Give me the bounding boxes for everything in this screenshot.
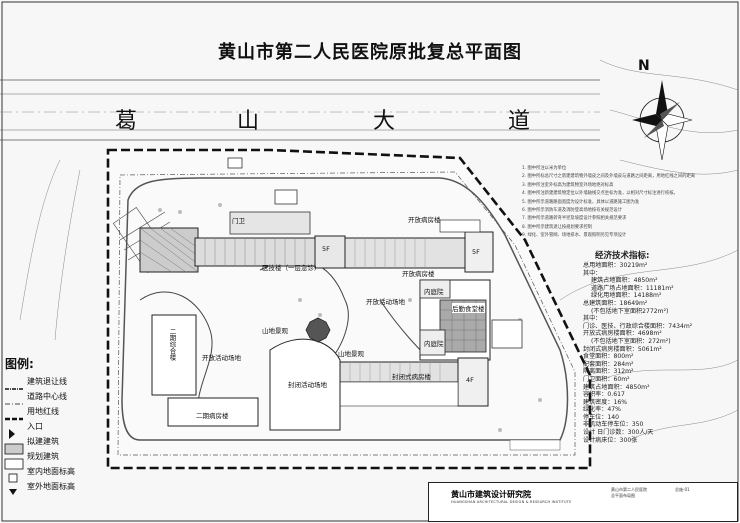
legend-label: 拟建建筑 bbox=[27, 437, 59, 446]
project-name: 黄山市第二人民医院 bbox=[611, 487, 647, 492]
tech-row: 其中： bbox=[583, 269, 602, 277]
courtyard-top-label: 内庭院 bbox=[424, 288, 444, 296]
tech-row: 建筑占地面积：4850m² bbox=[583, 383, 650, 391]
open-ward-label: 开放病房楼 bbox=[402, 270, 435, 278]
tech-row: 其中： bbox=[583, 315, 602, 323]
tech-row: 总建筑面积：18649m² bbox=[583, 299, 648, 307]
legend-item: 用地红线 bbox=[5, 405, 123, 420]
north-label: N bbox=[638, 58, 650, 74]
closed-ward-floor-label: 4F bbox=[466, 376, 474, 384]
note-line: 4. 图中所注新建建筑物定位以外墙轴线交点坐标为准，以相对尺寸标注进行校核。 bbox=[522, 191, 678, 197]
tech-row: 道路广场占地面积：11181m² bbox=[591, 284, 674, 292]
legend-label: 入口 bbox=[27, 422, 43, 431]
legend-item: 室内地面标高 bbox=[5, 465, 123, 480]
legend-item: 建筑退让线 bbox=[5, 375, 123, 390]
mountain-landscape-label: 山地景观 bbox=[338, 350, 364, 358]
legend-label: 室外地面标高 bbox=[27, 482, 75, 491]
tech-row: 设计病床位：300张 bbox=[583, 436, 638, 444]
tech-row: 门卫面积：60m² bbox=[583, 375, 630, 383]
tech-row: 开放式病房楼面积：4698m² bbox=[583, 330, 662, 338]
legend-label: 规划建筑 bbox=[27, 452, 59, 461]
legend-item: 拟建建筑 bbox=[5, 435, 123, 450]
open-activity-label: 开放活动场地 bbox=[202, 354, 241, 362]
tech-row: 绿化用地面积：14188m² bbox=[591, 292, 662, 300]
closed-activity-label: 封闭活动场地 bbox=[288, 381, 327, 389]
second-ward-label: 二期病房楼 bbox=[196, 412, 229, 420]
legend-label: 室内地面标高 bbox=[27, 467, 75, 476]
tech-row: 隔离面积：312m² bbox=[583, 368, 634, 376]
canteen-label: 后勤食堂楼 bbox=[452, 303, 485, 313]
tech-row: (不包括地下室面积：272m²) bbox=[591, 337, 671, 345]
design-notes: 1. 图中所注以米为单位 2. 图中所标总尺寸之新建建筑物外墙皮之间及外墙皮与道… bbox=[522, 165, 732, 241]
note-line: 2. 图中所标总尺寸之新建建筑物外墙皮之间及外墙皮与道路之间距离，用地红线之间的… bbox=[522, 174, 696, 180]
tech-row: 建筑密度：16% bbox=[583, 398, 628, 406]
road-name-char: 葛 bbox=[115, 109, 138, 134]
legend-item: 道路中心线 bbox=[5, 390, 123, 405]
note-line: 1. 图中所注以米为单位 bbox=[522, 166, 567, 171]
tech-row: 停车位：140 bbox=[583, 413, 620, 421]
legend-title: 图例: bbox=[5, 357, 34, 371]
legend-label: 道路中心线 bbox=[27, 392, 67, 401]
open-ward-floor-label: 5F bbox=[472, 248, 480, 256]
tech-row: 设计 日门诊数：300人/天 bbox=[583, 429, 654, 437]
tech-row: 建筑占地面积：4850m² bbox=[591, 277, 658, 285]
tech-row: 食堂面积：800m² bbox=[583, 353, 634, 361]
medical-floor-label: 5F bbox=[322, 245, 330, 253]
road-name-char: 大 bbox=[373, 109, 396, 134]
legend-label: 建筑退让线 bbox=[27, 377, 67, 386]
drawing-name: 总平面布局图 bbox=[611, 493, 635, 498]
courtyard-bottom-label: 内庭院 bbox=[424, 340, 444, 348]
legend-label: 用地红线 bbox=[27, 407, 59, 416]
note-line: 6. 图中所示消防车道及消防登高场地按有关规范设计 bbox=[522, 208, 622, 214]
road-name-char: 山 bbox=[237, 109, 260, 134]
project-info: 黄山市第二人民医院 总平面布局图 bbox=[611, 487, 671, 499]
legend-item: 入口 bbox=[5, 420, 123, 435]
medical-building-label: 医技楼（一层急诊） bbox=[262, 264, 321, 272]
tech-row: 封闭式病房楼面积：5061m² bbox=[583, 345, 662, 353]
legend-item: 室外地面标高 bbox=[5, 480, 123, 495]
tech-row: 非机动车停车位：350 bbox=[583, 421, 644, 429]
tech-row: 容积率：0.617 bbox=[583, 391, 625, 399]
closed-ward-label: 封闭式病房楼 bbox=[392, 373, 431, 381]
note-line: 7. 图中所示道路转弯半径及坡度设计参照相关规范要求 bbox=[522, 216, 627, 222]
institute-name-en: HUANGSHAN ARCHITECTURAL DESIGN & RESEARC… bbox=[451, 500, 572, 504]
note-line: 9. 绿化、室外管网、场地排水、景观照明另见专项设计 bbox=[522, 233, 627, 239]
page-title: 黄山市第二人民医院原批复总平面图 bbox=[218, 42, 522, 63]
legend: 图例: 建筑退让线 道路中心线 用地红线 入口 拟建建筑 规划建筑 室内地面标高… bbox=[5, 355, 123, 495]
gate-label: 门卫 bbox=[232, 217, 245, 225]
institute-name: 黄山市建筑设计研究院 bbox=[451, 490, 531, 499]
road-name-char: 道 bbox=[508, 109, 531, 134]
second-complex-label: 二期综合楼 bbox=[168, 328, 176, 361]
mountain-landscape-label: 山地景观 bbox=[262, 327, 288, 335]
legend-item: 规划建筑 bbox=[5, 450, 123, 465]
small-building-label: 开放病房楼 bbox=[408, 216, 441, 224]
tech-row: 绿化率：47% bbox=[583, 406, 621, 414]
tech-row: 配套面积：284m² bbox=[583, 360, 634, 368]
tech-heading: 经济技术指标: bbox=[595, 251, 650, 261]
tech-row: 门诊、医技、行政综合楼面积：7434m² bbox=[583, 322, 693, 330]
note-line: 8. 图中所示建筑退让按规划要求控制 bbox=[522, 224, 592, 230]
note-line: 3. 图中所注室外标高为建筑物室外场地绝对标高 bbox=[522, 182, 614, 188]
open-activity-label: 开放活动场地 bbox=[366, 298, 405, 306]
tech-row: 总用地面积：30219m² bbox=[583, 262, 648, 269]
drawing-number-info: 总施-01 bbox=[675, 487, 735, 493]
note-line: 5. 图中所示道路路面宽度为设计标准，具体以道路施工图为准 bbox=[522, 199, 640, 205]
tech-row: (不包括地下室面积2772m²) bbox=[591, 307, 669, 315]
drawing-number: 总施-01 bbox=[675, 487, 690, 492]
title-block: 黄山市建筑设计研究院 HUANGSHAN ARCHITECTURAL DESIG… bbox=[428, 482, 738, 522]
